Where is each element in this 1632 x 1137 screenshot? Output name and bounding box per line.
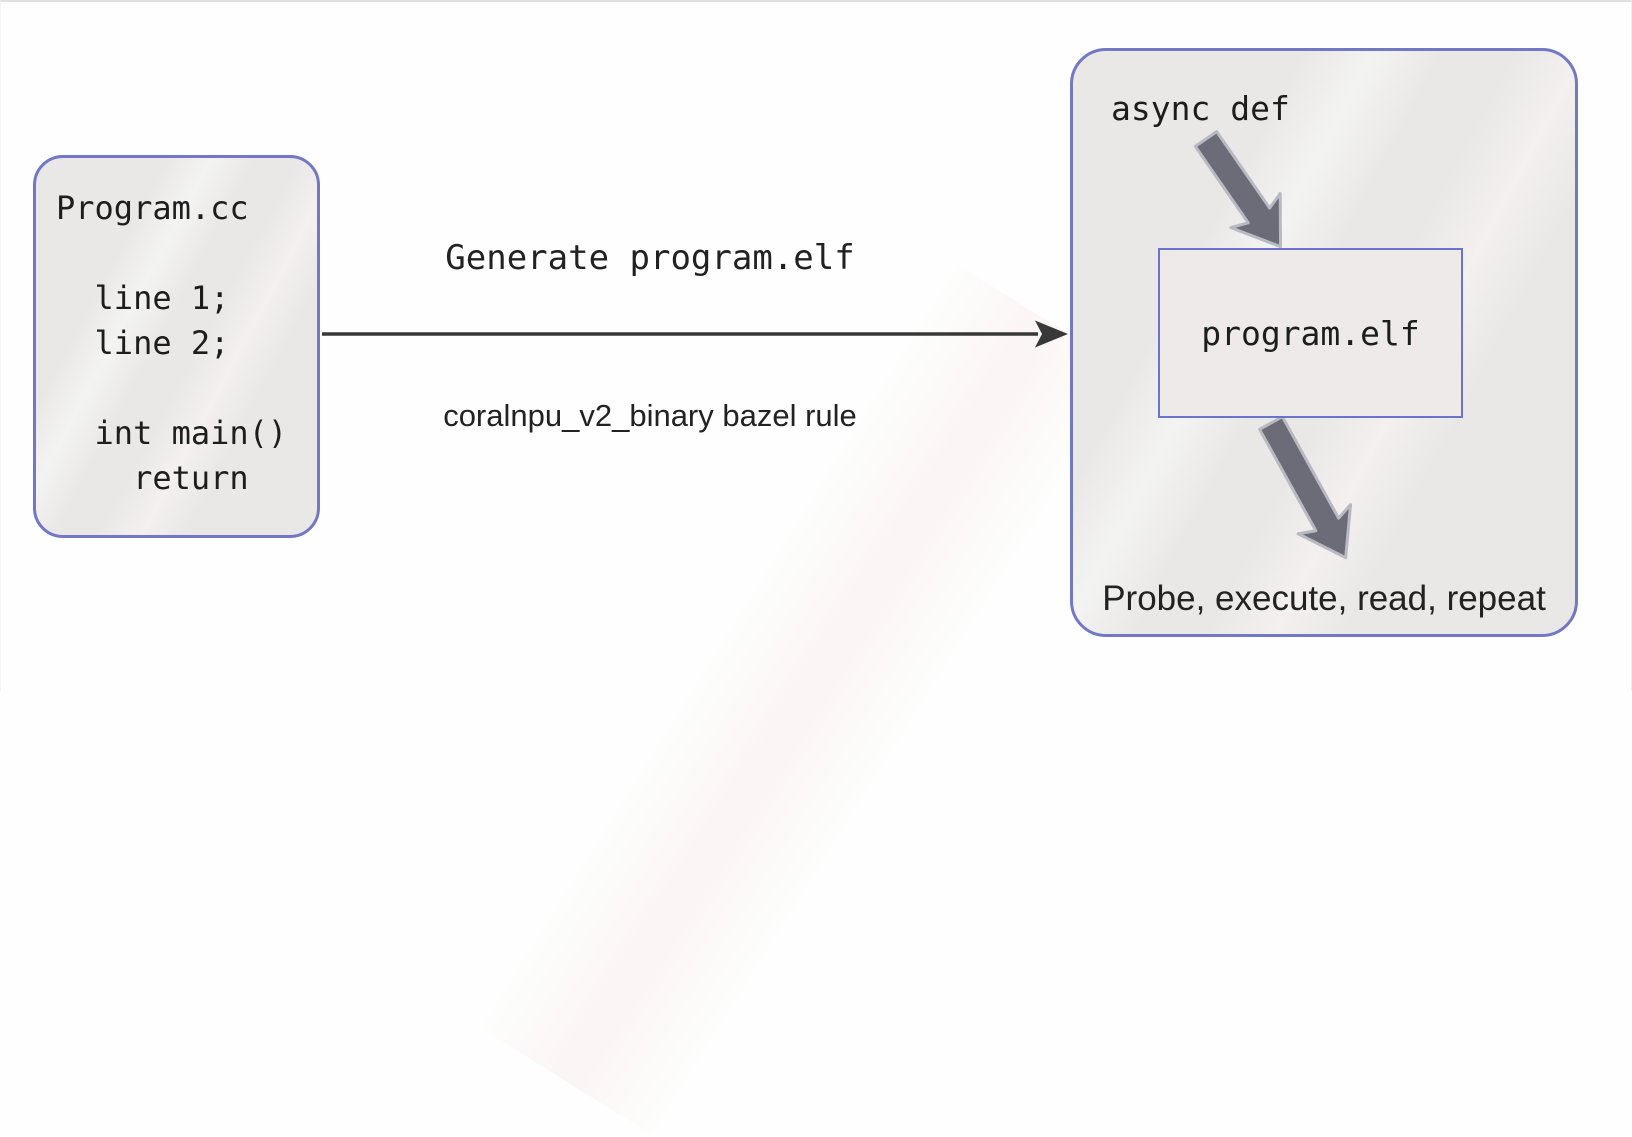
runtime-box: async def program.elf Probe, execute, re…	[1070, 48, 1578, 637]
generate-flow-arrow	[322, 320, 1068, 348]
block-arrow-down-icon	[1193, 130, 1283, 249]
code-line-blank	[56, 231, 317, 276]
code-line: line 2;	[56, 324, 230, 362]
probe-execute-label: Probe, execute, read, repeat	[1102, 579, 1546, 618]
bazel-rule-label: coralnpu_v2_binary bazel rule	[443, 398, 857, 433]
flow-arrowhead-icon	[1035, 320, 1068, 348]
code-line: return	[56, 459, 249, 497]
code-line-title: Program.cc	[56, 189, 249, 227]
program-elf-box: program.elf	[1158, 248, 1463, 418]
code-line: line 1;	[56, 279, 230, 317]
async-def-label: async def	[1111, 89, 1290, 128]
background-sheen	[477, 262, 1133, 1137]
elf-to-probe-arrow	[1258, 415, 1353, 560]
code-line: int main()	[56, 414, 288, 452]
program-cc-box: Program.cc line 1; line 2; int main() re…	[33, 155, 320, 538]
generate-elf-label: Generate program.elf	[445, 238, 855, 278]
block-arrow-down-icon	[1258, 415, 1353, 560]
code-line-blank	[56, 366, 317, 411]
program-elf-label: program.elf	[1201, 313, 1420, 353]
async-to-elf-arrow	[1193, 130, 1283, 249]
